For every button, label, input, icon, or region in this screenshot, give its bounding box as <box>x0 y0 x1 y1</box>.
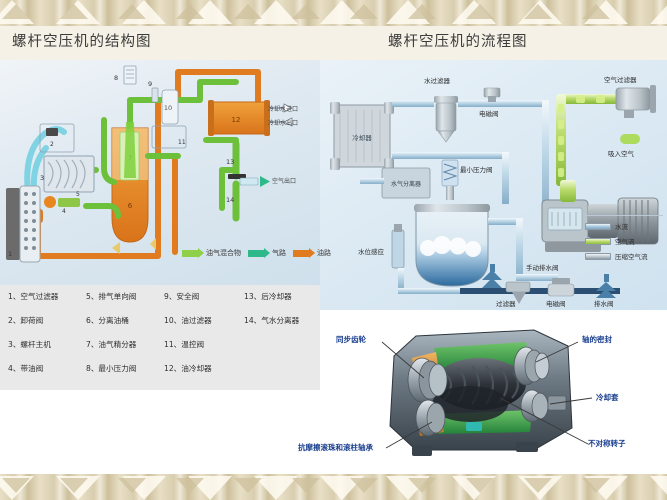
intake-air-label: 吸入空气 <box>608 150 634 158</box>
manual-drain-valve-label: 手动排水阀 <box>526 264 559 272</box>
legend-item: 11、温控阀 <box>164 340 205 349</box>
cooling-water-outlet-label: 冷却水出口 <box>268 120 299 127</box>
cooling-jacket-label: 冷却套 <box>596 393 619 402</box>
legend-row: 水流 <box>585 221 663 231</box>
flow-arrow-icon <box>248 247 270 258</box>
screw-compressor-structure-diagram: 12 6 7 <box>0 60 320 285</box>
bottom-ornament-border <box>0 474 667 500</box>
legend-item: 13、后冷却器 <box>244 292 292 301</box>
flow-legend-item: 油路 <box>293 247 331 258</box>
legend-item: 6、分离油桶 <box>86 316 129 325</box>
svg-text:6: 6 <box>128 202 133 210</box>
svg-text:5: 5 <box>76 191 80 198</box>
left-diagram-flow-legend: 油气混合物 气路 油路 <box>182 247 331 258</box>
water-filter-label: 水过滤器 <box>424 77 450 85</box>
rotor-cutaway-diagram: 同步齿轮 轴的密封 冷却套 不对称转子 抗摩擦滚珠和滚柱轴承 <box>298 310 667 474</box>
flow-legend-label: 油气混合物 <box>206 249 241 257</box>
compressed-air-flow-swatch-icon <box>585 252 611 260</box>
water-level-sensor-label: 水位感应 <box>358 248 384 256</box>
legend-item: 5、排气单向阀 <box>86 292 137 301</box>
parts-legend-list: 1、空气过滤器 5、排气单向阀 9、安全阀 13、后冷却器 2、卸荷阀 6、分离… <box>0 285 320 390</box>
legend-item: 9、安全阀 <box>164 292 200 301</box>
solenoid-valve-label: 电磁阀 <box>479 110 499 118</box>
legend-item <box>244 363 328 387</box>
flow-legend-label: 气路 <box>272 249 286 257</box>
drain-solenoid-valve-label: 电磁阀 <box>546 300 566 308</box>
legend-item: 12、油冷却器 <box>164 364 212 373</box>
svg-text:8: 8 <box>114 74 118 82</box>
top-ornament-border <box>0 0 667 26</box>
air-filter-label: 空气过滤器 <box>604 76 637 84</box>
svg-text:3: 3 <box>40 174 44 182</box>
svg-text:11: 11 <box>178 139 186 146</box>
legend-item <box>244 339 328 363</box>
svg-text:水气分离器: 水气分离器 <box>391 180 421 188</box>
ornament-inner-triangle-row <box>2 478 640 493</box>
sync-gear-label: 同步齿轮 <box>336 335 366 344</box>
flow-arrow-icon <box>293 247 315 258</box>
legend-row: 压缩空气流 <box>585 251 663 261</box>
asymmetric-rotor-label: 不对称转子 <box>588 439 626 448</box>
process-flow-legend: 水流 空气流 压缩空气流 <box>585 215 663 266</box>
legend-item: 10、油过滤器 <box>164 316 212 325</box>
svg-text:4: 4 <box>62 208 66 215</box>
left-panel-title: 螺杆空压机的结构图 <box>12 34 152 50</box>
water-flow-swatch-icon <box>585 222 611 230</box>
legend-item: 8、最小压力阀 <box>86 364 137 373</box>
legend-label: 空气流 <box>615 238 635 246</box>
min-pressure-valve-label: 最小压力阀 <box>460 166 493 174</box>
filter-label: 过滤器 <box>496 300 516 308</box>
cooling-water-inlet-label: 冷却水进口 <box>268 106 299 113</box>
legend-item: 1、空气过滤器 <box>8 292 59 301</box>
svg-text:冷却器: 冷却器 <box>352 133 372 142</box>
antifriction-bearing-label: 抗摩擦滚珠和滚柱轴承 <box>298 443 373 452</box>
legend-item: 3、螺杆主机 <box>8 340 51 349</box>
air-outlet-label: 空气出口 <box>272 178 297 185</box>
drain-valve-label: 排水阀 <box>594 300 614 308</box>
svg-text:12: 12 <box>232 116 241 124</box>
flow-legend-label: 油路 <box>317 249 331 257</box>
screw-compressor-process-diagram: 冷却器 <box>320 60 667 310</box>
air-flow-swatch-icon <box>585 237 611 245</box>
ornament-inner-triangle-row <box>2 4 640 19</box>
legend-item: 14、气水分离器 <box>244 316 300 325</box>
svg-text:14: 14 <box>226 196 234 204</box>
shaft-seal-label: 轴的密封 <box>582 335 612 344</box>
legend-label: 水流 <box>615 223 628 231</box>
flow-arrow-icon <box>182 247 204 258</box>
right-panel-title: 螺杆空压机的流程图 <box>388 34 528 50</box>
svg-text:9: 9 <box>148 80 152 88</box>
svg-text:2: 2 <box>50 141 54 148</box>
legend-row: 空气流 <box>585 236 663 246</box>
left-parts-legend-panel <box>0 285 320 390</box>
legend-item: 2、卸荷阀 <box>8 316 44 325</box>
flow-legend-item: 气路 <box>248 247 286 258</box>
svg-text:10: 10 <box>164 104 172 112</box>
svg-text:13: 13 <box>226 158 234 166</box>
svg-text:1: 1 <box>8 250 12 258</box>
flow-legend-item: 油气混合物 <box>182 247 241 258</box>
legend-label: 压缩空气流 <box>615 253 648 261</box>
legend-item: 7、油气精分器 <box>86 340 137 349</box>
left-blank-panel <box>0 390 333 474</box>
legend-item: 4、带油阀 <box>8 364 44 373</box>
